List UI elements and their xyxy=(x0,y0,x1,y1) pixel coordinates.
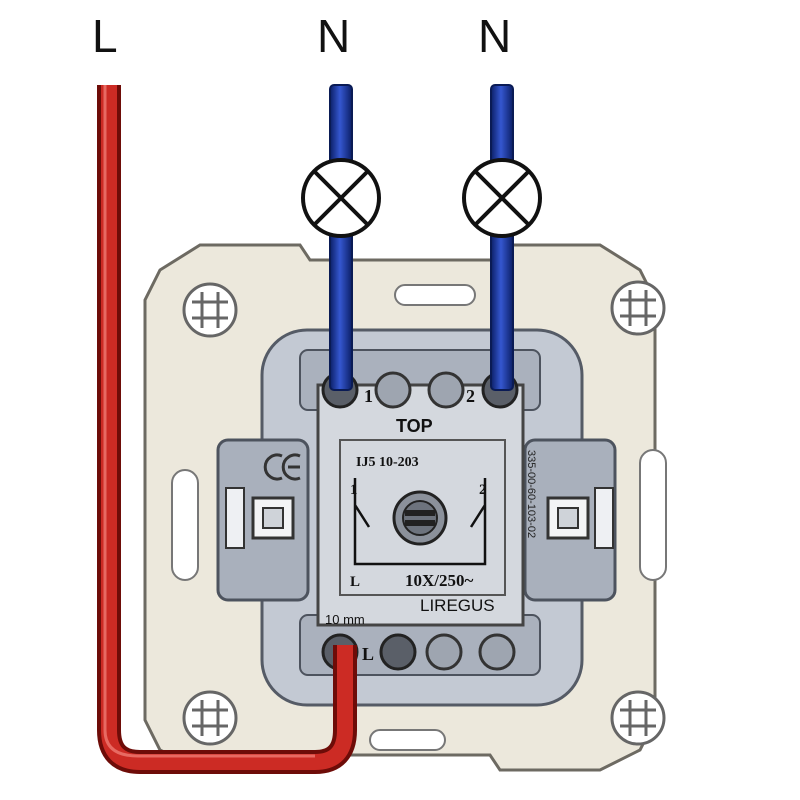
brand-label: LIREGUS xyxy=(420,596,495,615)
lamp-1 xyxy=(301,158,381,238)
terminal-common-top-left xyxy=(374,371,412,409)
terminal-2-label: 2 xyxy=(466,386,475,406)
side-clamp-right xyxy=(546,487,614,549)
screw-hole-bottom-left xyxy=(182,690,238,746)
lamp-2 xyxy=(462,158,542,238)
terminal-1-label: 1 xyxy=(364,386,373,406)
schematic-label-1: 1 xyxy=(350,482,358,498)
terminal-common-bottom-mid xyxy=(425,633,463,671)
schematic-label-2: 2 xyxy=(479,482,487,498)
terminal-common-top-right xyxy=(427,371,465,409)
line-wire xyxy=(97,85,357,774)
screw-hole-top-left xyxy=(182,282,238,338)
neutral-label-2: N xyxy=(478,10,511,62)
screw-hole-bottom-right xyxy=(610,690,666,746)
rating-label: 10X/250~ xyxy=(405,571,474,590)
center-screw xyxy=(392,490,448,546)
line-label: L xyxy=(92,10,118,62)
terminal-common-bottom-left xyxy=(379,633,417,671)
neutral-label-1: N xyxy=(317,10,350,62)
screw-hole-top-right xyxy=(610,280,666,336)
strip-length-label: 10 mm xyxy=(325,612,365,627)
terminal-common-bottom-right xyxy=(478,633,516,671)
orientation-label: TOP xyxy=(396,416,433,436)
switch-schematic xyxy=(353,478,487,566)
side-clamp-left xyxy=(225,487,295,549)
side-code-label: 335-00-60-103-02 xyxy=(525,450,537,538)
ce-mark xyxy=(263,453,301,481)
model-code: IJ5 10-203 xyxy=(356,455,419,470)
terminal-L-label: L xyxy=(362,644,374,664)
schematic-label-L: L xyxy=(350,574,360,590)
